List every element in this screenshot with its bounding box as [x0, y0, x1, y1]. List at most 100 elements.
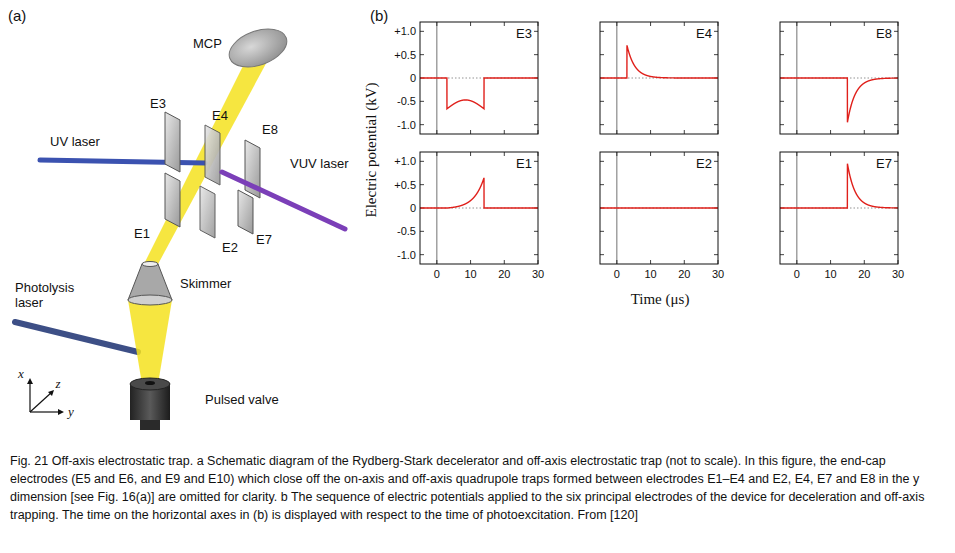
- pulsed-valve-nozzle: [145, 381, 155, 385]
- x-tick-label: 20: [858, 268, 870, 281]
- x-tick: [684, 22, 685, 26]
- x-tick-label: 20: [498, 268, 510, 281]
- y-tick: [714, 161, 718, 162]
- potential-curve: [420, 178, 538, 208]
- y-tick: [534, 231, 538, 232]
- y-tick: [780, 101, 784, 102]
- y-tick: [420, 184, 424, 185]
- panel-title: E8: [876, 27, 892, 42]
- y-tick: [714, 54, 718, 55]
- x-tick: [470, 260, 471, 264]
- waveform-panel: [780, 152, 898, 264]
- plot-frame: [780, 152, 898, 264]
- x-tick: [864, 152, 865, 156]
- y-tick: [894, 124, 898, 125]
- electrode-label: E2: [222, 241, 238, 256]
- waveform-panel: [420, 152, 538, 264]
- x-tick-label: 10: [644, 268, 656, 281]
- axis-letter: y: [68, 405, 74, 420]
- electrode-plate: [205, 125, 220, 185]
- y-tick: [420, 54, 424, 55]
- part-label: Photolysis laser: [15, 281, 95, 311]
- x-tick: [684, 260, 685, 264]
- y-tick: [534, 161, 538, 162]
- x-tick: [650, 260, 651, 264]
- x-tick-label: 30: [892, 268, 904, 281]
- y-tick-label: 0: [410, 72, 416, 85]
- x-tick: [616, 152, 617, 156]
- y-tick: [534, 54, 538, 55]
- y-tick: [600, 254, 604, 255]
- zero-line: [600, 208, 718, 209]
- x-tick: [504, 130, 505, 134]
- x-tick: [436, 130, 437, 134]
- part-label: UV laser: [50, 135, 100, 150]
- x-tick: [864, 130, 865, 134]
- y-tick: [780, 31, 784, 32]
- x-tick: [864, 22, 865, 26]
- pulsed-valve-mount: [140, 420, 160, 430]
- y-tick: [600, 54, 604, 55]
- x-tick: [650, 152, 651, 156]
- axis-z-arrow: [30, 392, 52, 412]
- y-tick-label: +1.0: [394, 155, 416, 168]
- axis-letter: z: [55, 377, 60, 392]
- axis-title: Time (μs): [631, 291, 690, 308]
- y-tick: [780, 161, 784, 162]
- x-tick: [796, 152, 797, 156]
- potential-curve: [780, 78, 898, 122]
- y-tick: [714, 101, 718, 102]
- y-tick: [420, 31, 424, 32]
- panel-title: E7: [876, 157, 892, 172]
- x-tick: [830, 260, 831, 264]
- x-tick: [470, 130, 471, 134]
- electrode-plate: [238, 190, 253, 234]
- y-tick: [534, 31, 538, 32]
- panel-title: E1: [516, 157, 532, 172]
- potential-curve: [600, 207, 718, 208]
- part-label: VUV laser: [290, 157, 349, 172]
- x-tick: [436, 22, 437, 26]
- x-tick: [436, 260, 437, 264]
- x-tick: [616, 22, 617, 26]
- x-tick: [616, 260, 617, 264]
- electrode-plate: [165, 112, 180, 172]
- y-tick-label: -0.5: [397, 225, 416, 238]
- x-tick: [830, 130, 831, 134]
- y-tick: [894, 31, 898, 32]
- y-tick: [534, 184, 538, 185]
- panel-title: E2: [696, 157, 712, 172]
- y-tick: [600, 184, 604, 185]
- axis-letter: x: [18, 367, 24, 382]
- y-tick: [420, 231, 424, 232]
- y-tick: [420, 254, 424, 255]
- y-tick: [714, 184, 718, 185]
- waveform-panel: [420, 22, 538, 134]
- plot-frame: [780, 22, 898, 134]
- x-tick: [436, 152, 437, 156]
- plot-frame: [600, 152, 718, 264]
- axis-y-arrow: [30, 411, 62, 412]
- y-tick: [894, 231, 898, 232]
- x-tick: [684, 130, 685, 134]
- x-tick: [504, 22, 505, 26]
- waveform-panel: [780, 22, 898, 134]
- x-tick-label: 30: [712, 268, 724, 281]
- y-tick: [780, 231, 784, 232]
- figure-caption: Fig. 21 Off-axis electrostatic trap. a S…: [10, 452, 945, 525]
- y-tick-label: -1.0: [397, 248, 416, 261]
- y-tick: [780, 254, 784, 255]
- x-tick-label: 0: [614, 268, 620, 281]
- y-tick: [714, 231, 718, 232]
- vuv-laser-beam: [222, 172, 345, 229]
- waveform-panel: [600, 152, 718, 264]
- pulsed-valve-face: [130, 378, 170, 390]
- y-tick: [894, 161, 898, 162]
- y-tick: [894, 101, 898, 102]
- y-tick: [714, 254, 718, 255]
- y-tick: [780, 184, 784, 185]
- y-tick-label: +0.5: [394, 178, 416, 191]
- electrode-label: E7: [256, 233, 272, 248]
- x-tick: [650, 130, 651, 134]
